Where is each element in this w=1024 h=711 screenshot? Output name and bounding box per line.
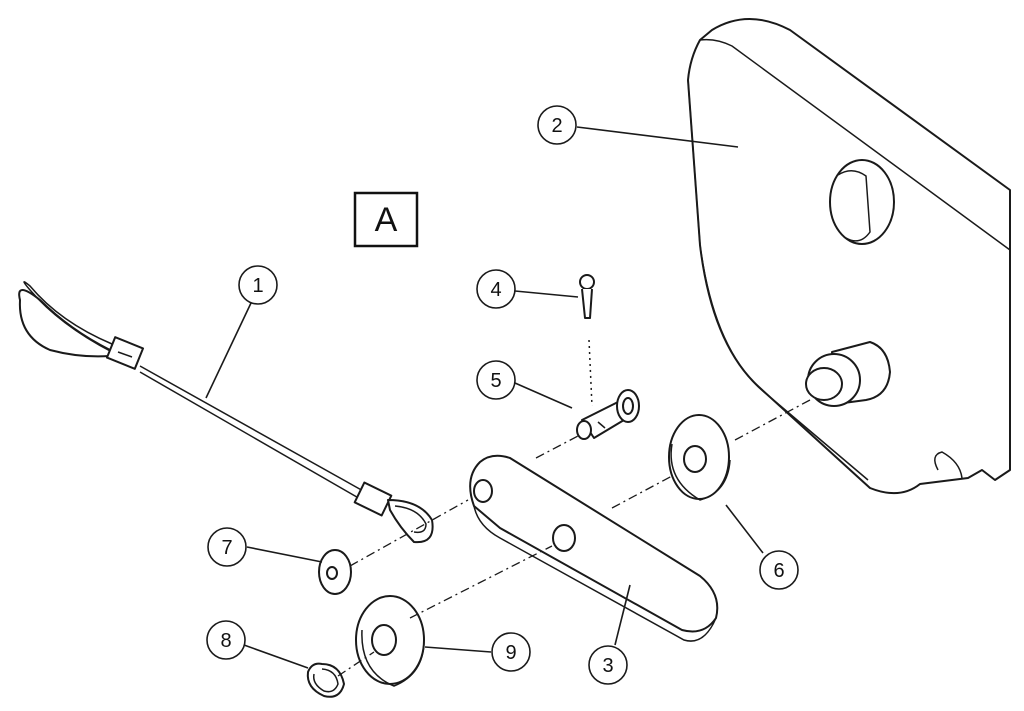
washer-9	[355, 595, 425, 687]
assembly-centerlines	[337, 339, 811, 677]
svg-text:2: 2	[551, 115, 562, 137]
snap-ring	[306, 662, 345, 698]
callout-4: 4	[476, 269, 516, 309]
link-bar	[469, 454, 719, 642]
callout-3: 3	[588, 645, 628, 685]
svg-text:5: 5	[490, 370, 501, 392]
callout-1: 1	[238, 265, 278, 305]
callout-6: 6	[759, 550, 799, 590]
clevis-pin	[576, 389, 640, 440]
leader-lines	[205, 126, 764, 669]
svg-text:1: 1	[252, 275, 263, 297]
svg-text:7: 7	[221, 537, 232, 559]
callout-2: 2	[537, 105, 577, 145]
svg-text:3: 3	[602, 655, 613, 677]
svg-text:9: 9	[505, 642, 516, 664]
callout-8: 8	[206, 620, 246, 660]
svg-text:4: 4	[490, 279, 501, 301]
washer-6	[668, 414, 731, 501]
mounting-plate	[687, 18, 1011, 495]
cotter-pin	[579, 274, 595, 319]
callout-7: 7	[207, 527, 247, 567]
svg-text:6: 6	[773, 560, 784, 582]
view-label: A	[353, 191, 419, 248]
view-label-text: A	[375, 201, 398, 239]
callout-5: 5	[476, 360, 516, 400]
callout-9: 9	[491, 632, 531, 672]
lanyard-cable	[18, 281, 434, 544]
svg-text:8: 8	[220, 630, 231, 652]
washer-7	[318, 549, 352, 595]
